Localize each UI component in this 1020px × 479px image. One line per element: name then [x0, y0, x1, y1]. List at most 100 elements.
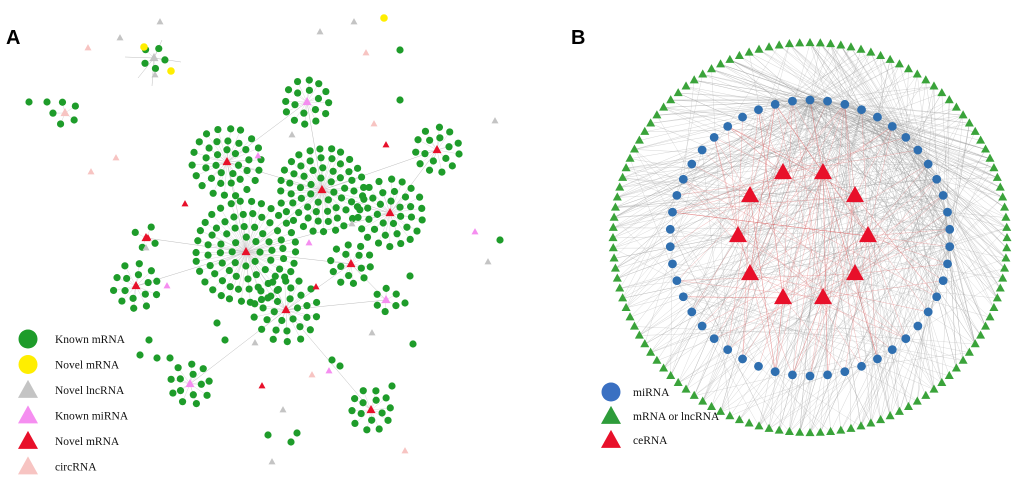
mrna-lncrna-node [985, 153, 995, 162]
network-edge [936, 115, 964, 180]
hub-edge [285, 263, 352, 311]
legend-label: Known miRNA [55, 411, 129, 423]
network-edge [220, 243, 247, 253]
mrna-lncrna-node [698, 69, 708, 78]
cerna-node [846, 185, 864, 203]
network-edge [827, 100, 981, 141]
network-edge [758, 109, 935, 390]
network-edge [711, 68, 811, 101]
known-mrna-node [317, 154, 325, 162]
legend-triangle-icon [18, 456, 38, 475]
known-mrna-node [342, 250, 350, 258]
panel-b-nodes [608, 37, 1012, 437]
small-rna-node [142, 244, 150, 251]
known-mrna-node [295, 277, 303, 285]
mrna-lncrna-node [964, 118, 974, 127]
known-mrna-node [188, 360, 196, 368]
small-rna-node [254, 152, 262, 159]
network-edge [286, 189, 323, 212]
small-rna-node [156, 18, 164, 25]
known-mrna-node [278, 316, 286, 325]
mrna-lncrna-node [912, 396, 922, 405]
known-mrna-node [373, 290, 381, 298]
mrna-lncrna-node [646, 347, 656, 356]
mirna-node [938, 276, 948, 286]
network-edge [691, 44, 790, 312]
hub-node [185, 378, 195, 388]
network-edge [634, 99, 811, 327]
hub-edge [321, 149, 438, 191]
known-mrna-node [297, 194, 305, 202]
cerna-node [774, 287, 792, 305]
known-mrna-node [268, 246, 276, 254]
network-edge [809, 47, 852, 101]
network-edge [650, 179, 937, 353]
mirna-node [938, 190, 948, 200]
cerna-edge [782, 179, 937, 299]
network-edge [742, 52, 871, 118]
network-edge [678, 349, 728, 384]
known-mrna-node [280, 166, 289, 174]
network-edge [617, 126, 893, 198]
known-mrna-node [412, 148, 420, 156]
mrna-lncrna-node [673, 377, 683, 386]
mrna-lncrna-node [681, 81, 691, 90]
known-mrna-node [242, 233, 250, 241]
known-mrna-node [202, 130, 211, 138]
network-edge [685, 86, 759, 110]
cerna-edge [822, 297, 893, 350]
known-mrna-node [290, 259, 298, 267]
network-edge [622, 163, 692, 299]
network-edge [670, 45, 841, 230]
network-edge [905, 115, 964, 138]
known-mrna-node [300, 109, 308, 117]
network-edge [758, 109, 1006, 218]
known-mrna-node [192, 257, 200, 265]
known-mrna-node [256, 248, 264, 256]
hub-node [366, 404, 376, 414]
network-edge [226, 161, 256, 181]
network-edge [850, 47, 918, 151]
known-mrna-node [205, 144, 213, 152]
network-edge [827, 52, 871, 102]
mrna-lncrna-node [774, 40, 784, 49]
known-mrna-node [275, 265, 284, 273]
network-edge [928, 311, 950, 376]
known-mrna-node [43, 98, 51, 106]
known-mrna-node [304, 203, 312, 211]
mrna-lncrna-node [970, 339, 980, 348]
network-edge [321, 189, 338, 219]
known-mrna-node [197, 380, 205, 388]
mrna-lncrna-node [707, 64, 716, 73]
network-edge [670, 158, 991, 247]
network-edge [905, 123, 970, 138]
known-mrna-node [267, 204, 275, 213]
network-edge [809, 44, 831, 101]
mirna-node [913, 321, 923, 331]
network-edge [285, 309, 288, 342]
legend-item: ceRNA [601, 429, 668, 448]
mrna-lncrna-node [976, 330, 986, 339]
mirna-node [873, 112, 882, 122]
network-edge [949, 197, 1003, 247]
known-mrna-node [202, 154, 210, 162]
known-mrna-node [387, 197, 395, 205]
known-mrna-node [315, 80, 323, 88]
known-mrna-node [306, 326, 314, 334]
network-edge [124, 56, 155, 59]
known-mrna-node [393, 230, 401, 238]
known-mrna-node [365, 183, 373, 192]
network-edge [208, 244, 247, 253]
known-mrna-node [272, 326, 280, 334]
known-mrna-node [287, 190, 295, 198]
network-edge [226, 130, 241, 163]
network-edge [758, 126, 893, 427]
known-mrna-node [397, 212, 405, 220]
mirna-node [840, 99, 850, 109]
network-edge [827, 100, 964, 116]
network-edge [685, 109, 862, 390]
mrna-lncrna-node [866, 47, 876, 56]
network-edge [792, 177, 998, 376]
known-mrna-node [286, 295, 294, 303]
known-mrna-node [176, 375, 184, 383]
